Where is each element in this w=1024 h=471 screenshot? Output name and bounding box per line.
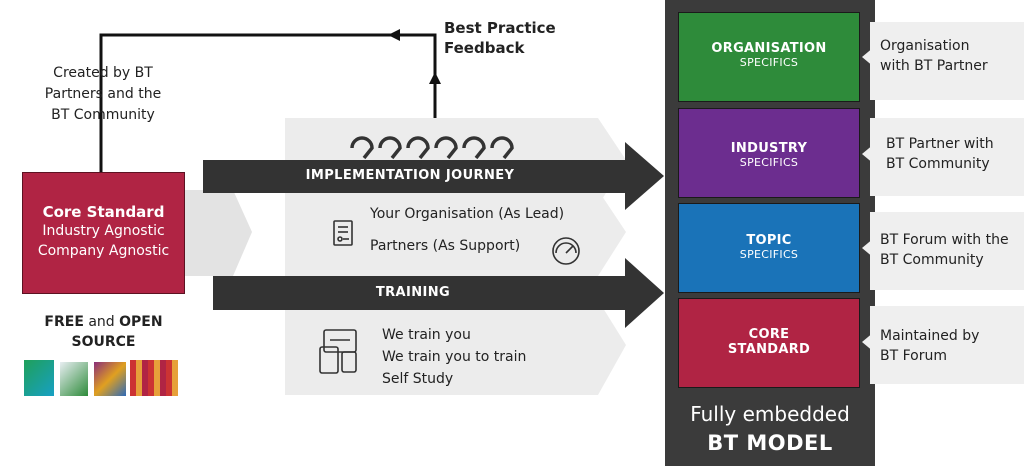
core-chevron: [180, 190, 252, 276]
core-standard-line2: Company Agnostic: [37, 243, 170, 259]
training-item-2: We train you to train: [382, 349, 527, 365]
journey-panel-mid: [285, 190, 626, 276]
feedback-label-line2: Feedback: [444, 39, 525, 57]
layer-subtitle: SPECIFICS: [739, 248, 799, 261]
thumbnail-1: [24, 360, 54, 396]
callout-core-standard: Maintained by BT Forum: [870, 306, 1024, 384]
source-text: SOURCE: [71, 334, 136, 350]
implementation-arrow: [203, 142, 664, 210]
layer-industry: INDUSTRY SPECIFICS: [678, 108, 860, 198]
callout-line1: Maintained by: [880, 328, 980, 344]
model-footer-line1: Fully embedded: [690, 402, 850, 426]
callout-line1: BT Forum with the: [880, 232, 1009, 248]
gauge-icon: [552, 237, 580, 265]
layer-subtitle: SPECIFICS: [739, 56, 799, 69]
layer-subtitle: STANDARD: [727, 342, 811, 357]
thumbnail-4: [130, 360, 178, 396]
loop-arrows-icon: [350, 136, 514, 160]
training-panel: [285, 300, 626, 395]
document-icon: [333, 220, 353, 246]
layer-organisation: ORGANISATION SPECIFICS: [678, 12, 860, 102]
and-text: and: [88, 314, 115, 330]
core-standard-box: Core Standard Industry Agnostic Company …: [22, 172, 185, 294]
thumbnail-3: [94, 362, 126, 396]
layer-title: INDUSTRY: [730, 141, 808, 156]
feedback-arrowhead-left: [388, 29, 400, 41]
implementation-item-1: Your Organisation (As Lead): [370, 206, 565, 222]
training-item-3: Self Study: [382, 371, 454, 387]
model-footer: Fully embedded BT MODEL: [665, 400, 875, 458]
training-items: We train you We train you to train Self …: [382, 324, 526, 390]
feedback-label-line1: Best Practice: [444, 19, 556, 37]
callout-industry: BT Partner with BT Community: [870, 118, 1024, 196]
feedback-label: Best Practice Feedback: [444, 18, 556, 58]
created-by-line1: Created by BT: [53, 65, 153, 81]
created-by-line2: Partners and the: [44, 86, 162, 102]
layer-title: CORE: [748, 327, 790, 342]
free-text: FREE: [44, 314, 84, 330]
callout-topic: BT Forum with the BT Community: [870, 212, 1024, 290]
feedback-arrowhead-up: [429, 72, 441, 84]
training-label: TRAINING: [375, 285, 451, 300]
implementation-item-2: Partners (As Support): [370, 238, 521, 254]
training-item-1: We train you: [382, 327, 471, 343]
layer-title: TOPIC: [746, 233, 792, 248]
free-open-source: FREE and OPEN SOURCE: [22, 312, 185, 352]
callout-line1: BT Partner with: [886, 136, 994, 152]
layer-subtitle: SPECIFICS: [739, 156, 799, 169]
created-by-text: Created by BT Partners and the BT Commun…: [28, 63, 178, 126]
layer-title: ORGANISATION: [711, 41, 827, 56]
callout-line2: with BT Partner: [880, 58, 988, 74]
core-standard-title: Core Standard: [42, 203, 165, 221]
implementation-journey-label: IMPLEMENTATION JOURNEY: [305, 168, 515, 183]
layer-topic: TOPIC SPECIFICS: [678, 203, 860, 293]
core-standard-line1: Industry Agnostic: [42, 223, 165, 239]
training-arrow: [213, 258, 664, 328]
callout-line1: Organisation: [880, 38, 970, 54]
model-footer-line2: BT MODEL: [707, 431, 833, 455]
thumbnail-2: [60, 362, 88, 396]
devices-icon: [319, 329, 357, 374]
created-by-line3: BT Community: [51, 107, 155, 123]
callout-organisation: Organisation with BT Partner: [870, 22, 1024, 100]
callout-line2: BT Community: [880, 252, 984, 268]
layer-core-standard: CORE STANDARD: [678, 298, 860, 388]
open-text: OPEN: [119, 314, 163, 330]
callout-line2: BT Forum: [880, 348, 947, 364]
callout-line2: BT Community: [886, 156, 990, 172]
